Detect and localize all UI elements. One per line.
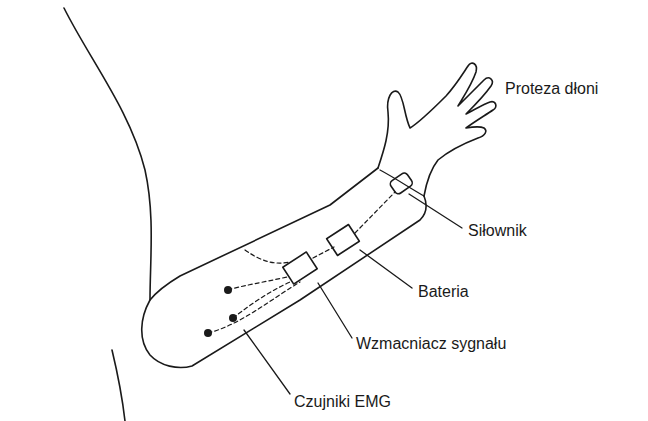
part-label: Bateria bbox=[418, 283, 469, 301]
torso-outline bbox=[112, 350, 125, 421]
part-label: Czujniki EMG bbox=[294, 393, 391, 411]
emg-sensors bbox=[204, 286, 237, 337]
part-label: Proteza dłoni bbox=[505, 80, 598, 98]
part-label: Siłownik bbox=[468, 222, 527, 240]
shoulder-outline bbox=[64, 8, 151, 300]
signal-amplifier bbox=[283, 252, 317, 284]
emg-sensor bbox=[224, 286, 232, 294]
emg-sensor bbox=[229, 314, 237, 322]
wrist-line bbox=[380, 170, 424, 196]
emg-sensor bbox=[204, 329, 212, 337]
part-label: Wzmacniacz sygnału bbox=[356, 335, 506, 353]
wires bbox=[208, 192, 395, 333]
actuator bbox=[389, 172, 414, 196]
hand-outline bbox=[378, 63, 496, 196]
battery bbox=[327, 225, 360, 256]
